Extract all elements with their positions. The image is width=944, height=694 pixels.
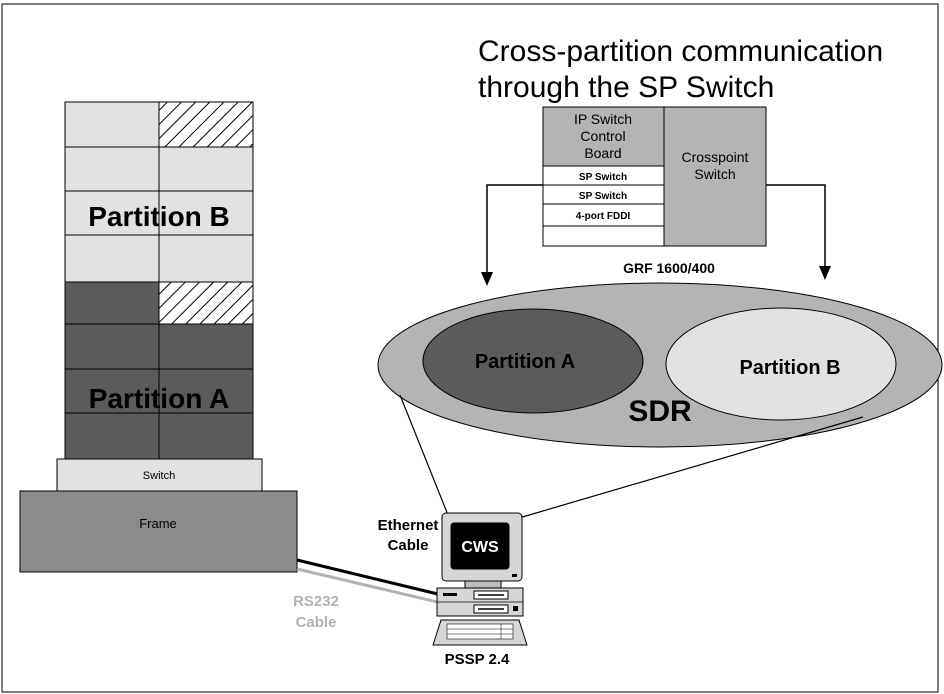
diagram-title-line2: through the SP Switch xyxy=(478,71,774,104)
rs232-cable-label-line1: RS232 xyxy=(293,593,339,610)
sdr-partition-a xyxy=(422,308,644,414)
sdr-to-cws-line-right xyxy=(518,416,864,519)
ip-switch-control-board xyxy=(542,106,665,167)
left-arrowhead xyxy=(481,272,493,286)
node-a4-right xyxy=(158,412,254,460)
rs232-cable xyxy=(296,567,447,606)
diagram-title-line1: Cross-partition communication xyxy=(478,35,883,68)
node-a4-left xyxy=(64,412,160,460)
ethernet-cable xyxy=(296,558,447,598)
sdr-group: Partition A Partition B SDR xyxy=(377,282,943,448)
grf-slot-1-label: SP Switch xyxy=(579,172,627,183)
frame-base xyxy=(19,490,298,573)
cws-computer: CWS xyxy=(432,512,528,646)
node-b3-right xyxy=(158,190,254,236)
monitor-button xyxy=(512,574,517,577)
node-a1-right-empty xyxy=(158,281,254,325)
frame-partition-b-label: Partition B xyxy=(88,201,230,232)
grf-slot-4-empty xyxy=(542,225,665,247)
frame-switch-label: Switch xyxy=(143,470,175,482)
frame-base-label: Frame xyxy=(139,516,177,531)
grf-slot-3-label: 4-port FDDI xyxy=(576,211,631,222)
left-arrow-line xyxy=(486,184,543,283)
keyboard-keys xyxy=(446,623,514,640)
cws-screen-label: CWS xyxy=(461,539,499,556)
grf-label: GRF 1600/400 xyxy=(623,260,715,276)
power-button xyxy=(513,606,518,611)
node-b4-left xyxy=(64,234,160,283)
sdr-partition-b xyxy=(665,307,897,421)
sdr-partition-b-label: Partition B xyxy=(739,357,840,379)
crosspoint-label-line1: Crosspoint xyxy=(682,149,749,165)
page-border xyxy=(1,3,939,693)
frame-stack: Partition B Partition A Switch Frame xyxy=(19,101,298,573)
node-b1-left xyxy=(64,101,160,148)
sdr-label: SDR xyxy=(628,395,692,428)
monitor-stand xyxy=(464,580,502,589)
ethernet-cable-label-line2: Cable xyxy=(388,537,429,554)
ethernet-cable-label-line1: Ethernet xyxy=(378,517,439,534)
grf-slot-2-label: SP Switch xyxy=(579,191,627,202)
node-b4-right xyxy=(158,234,254,283)
node-a1-left xyxy=(64,281,160,325)
ip-switch-label-line2: Control xyxy=(580,128,625,144)
monitor-screen xyxy=(450,522,510,570)
right-arrowhead xyxy=(819,266,831,280)
node-a3-right xyxy=(158,368,254,414)
crosspoint-label-line2: Switch xyxy=(694,166,735,182)
drive-bay-1 xyxy=(443,593,457,596)
ip-switch-label-line1: IP Switch xyxy=(574,111,632,127)
node-a2-right xyxy=(158,323,254,370)
node-b2-left xyxy=(64,146,160,192)
pssp-version-label: PSSP 2.4 xyxy=(445,651,510,668)
grf-connection-arrows xyxy=(481,184,831,286)
right-arrow-line xyxy=(766,184,826,277)
sdr-to-cws-line-left xyxy=(399,394,449,516)
node-b1-right-empty xyxy=(158,101,254,148)
rs232-cable-label-line2: Cable xyxy=(296,614,337,631)
grf-router: IP Switch Control Board Crosspoint Switc… xyxy=(542,106,767,276)
frame-partition-a-label: Partition A xyxy=(89,383,230,414)
ip-switch-label-line3: Board xyxy=(584,145,621,161)
node-b2-right xyxy=(158,146,254,192)
sdr-partition-a-label: Partition A xyxy=(475,351,575,373)
node-a2-left xyxy=(64,323,160,370)
